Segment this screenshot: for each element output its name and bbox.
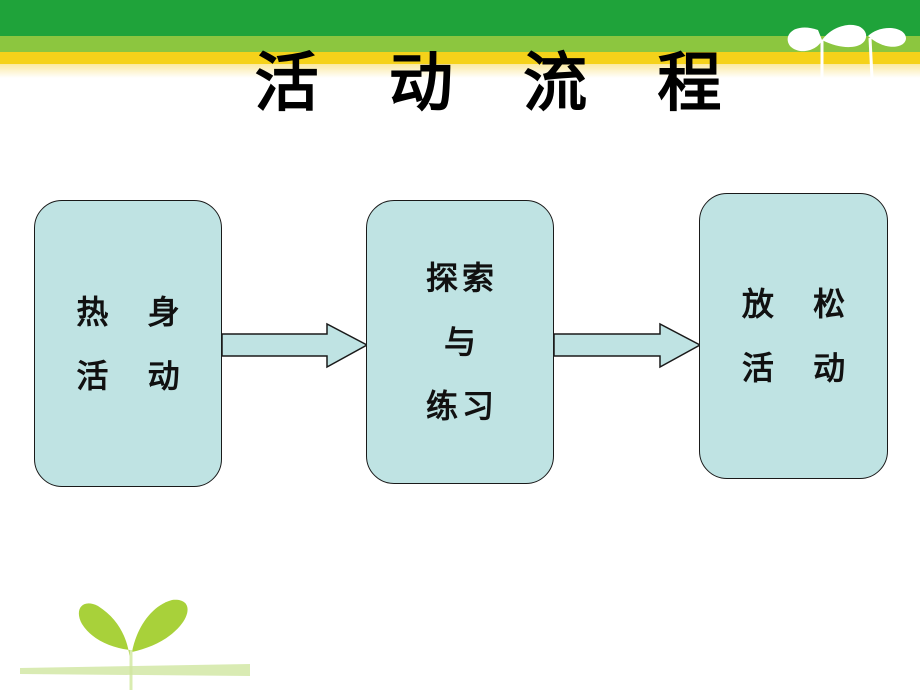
header-band-cream [0,64,920,78]
step-relax-box: 放 松 活 动 [699,193,888,479]
header-band-yellow [0,52,920,64]
right-arrow-icon [221,322,369,369]
step-warmup-line1: 热 身 [76,292,194,331]
header-band-lime [0,36,920,52]
header-band-green [0,0,920,36]
top-sprout-icon [787,24,906,79]
page-title: 活 动 流 程 [254,46,746,121]
right-arrow-icon [553,322,702,369]
step-explore-box: 探索 与 练习 [366,200,554,484]
step-relax-line2: 活 动 [741,349,860,387]
step-relax-line1: 放 松 [741,285,860,323]
sprout-icon [20,599,250,690]
step-explore-line2: 与 [443,323,490,361]
step-explore-line1: 探索 [425,259,498,297]
step-warmup-line2: 活 动 [76,356,194,395]
step-explore-line3: 练习 [425,387,498,425]
step-warmup-box: 热 身 活 动 [34,200,222,487]
